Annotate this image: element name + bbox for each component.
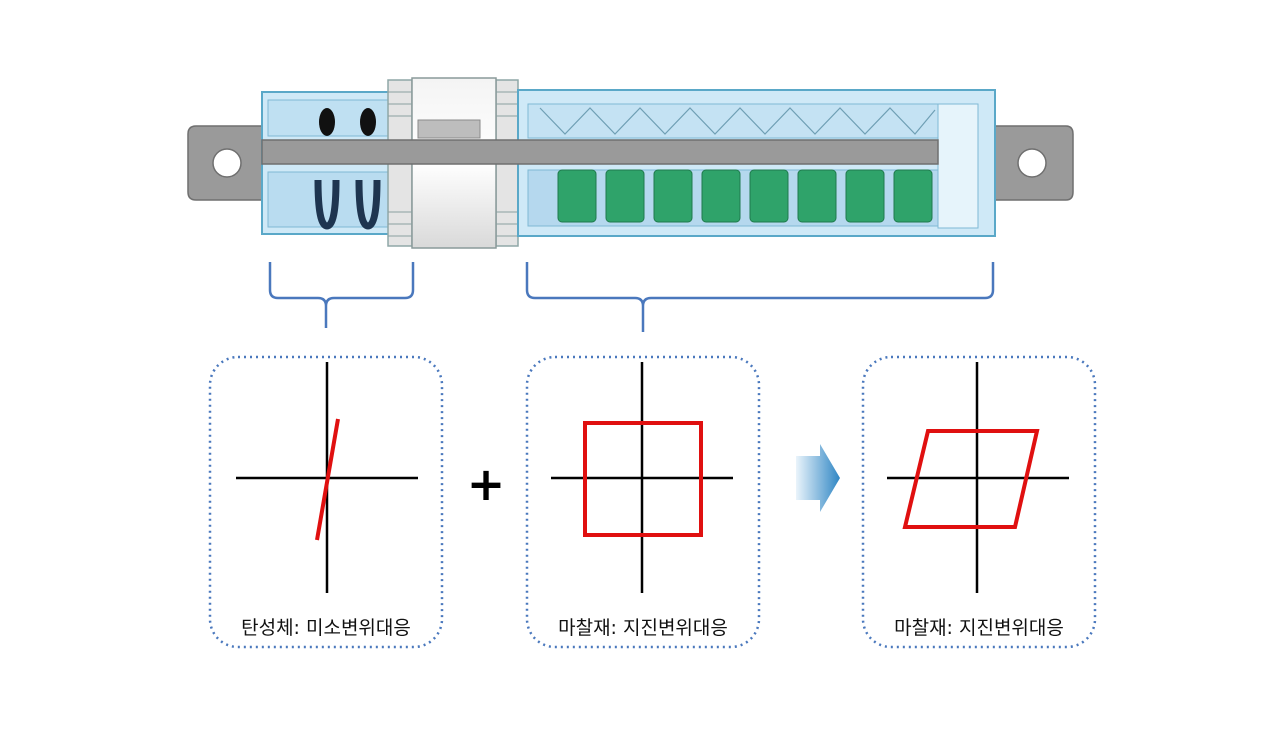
friction-hysteresis-loop [583,421,703,537]
elastic-stiffness-line [315,418,340,541]
panel-friction-caption: 마찰재: 지진변위대응 [558,617,728,639]
panel-combined [861,355,1097,649]
combined-hysteresis-loop [902,429,1040,529]
elastomer-bracket [268,262,415,328]
elastomer-ring-bottom-1 [314,179,340,230]
combined-graph [887,362,1069,593]
elastomer-ring-bottom-2 [355,179,381,230]
left-mount-lug [187,125,263,201]
panel-elastomer [208,355,444,649]
elastomer-ring-top-1 [319,108,335,136]
friction-bracket [525,262,995,332]
panel-combined-caption: 마찰재: 지진변위대응 [894,617,1064,639]
damper-assembly [187,77,1074,249]
friction-pads [557,169,933,223]
elastomer-graph [236,362,418,593]
panel-friction [525,355,761,649]
friction-graph [551,362,733,593]
right-arrow-icon [796,444,840,512]
friction-spring [539,107,936,135]
piston-rod [261,139,939,165]
right-mount-lug [994,125,1074,201]
elastomer-ring-top-2 [360,108,376,136]
panel-elastomer-caption: 탄성체: 미소변위대응 [241,617,411,639]
plus-icon: + [467,457,506,511]
